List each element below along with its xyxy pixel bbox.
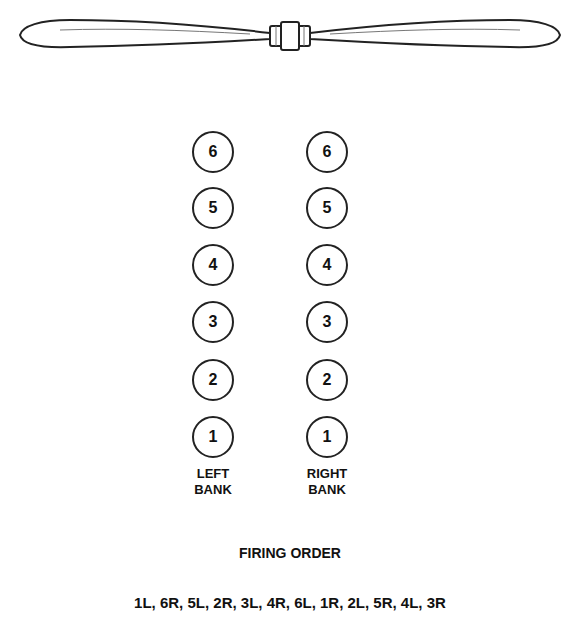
cylinder-circle: 4 — [192, 244, 234, 286]
cylinder-circle: 1 — [192, 416, 234, 458]
cylinder-number: 1 — [209, 429, 218, 445]
cylinder-number: 5 — [323, 200, 332, 216]
cylinder-number: 2 — [323, 372, 332, 388]
cylinder-number: 5 — [209, 200, 218, 216]
firing-order-heading: FIRING ORDER — [239, 545, 341, 562]
cylinder-number: 1 — [323, 429, 332, 445]
cylinder-circle: 6 — [192, 131, 234, 173]
cylinder-number: 6 — [323, 144, 332, 160]
cylinder-number: 3 — [209, 314, 218, 330]
firing-order-sequence: 1L, 6R, 5L, 2R, 3L, 4R, 6L, 1R, 2L, 5R, … — [134, 594, 446, 612]
cylinder-circle: 3 — [306, 301, 348, 343]
cylinder-circle: 1 — [306, 416, 348, 458]
cylinder-number: 6 — [209, 144, 218, 160]
cylinder-circle: 3 — [192, 301, 234, 343]
bank-label: RIGHT BANK — [297, 466, 357, 497]
cylinder-number: 3 — [323, 314, 332, 330]
cylinder-number: 2 — [209, 372, 218, 388]
cylinder-number: 4 — [209, 257, 218, 273]
cylinder-circle: 5 — [192, 187, 234, 229]
cylinder-circle: 5 — [306, 187, 348, 229]
cylinder-circle: 2 — [192, 359, 234, 401]
cylinder-circle: 6 — [306, 131, 348, 173]
cylinder-number: 4 — [323, 257, 332, 273]
cylinder-circle: 2 — [306, 359, 348, 401]
bank-label: LEFT BANK — [183, 466, 243, 497]
cylinder-circle: 4 — [306, 244, 348, 286]
